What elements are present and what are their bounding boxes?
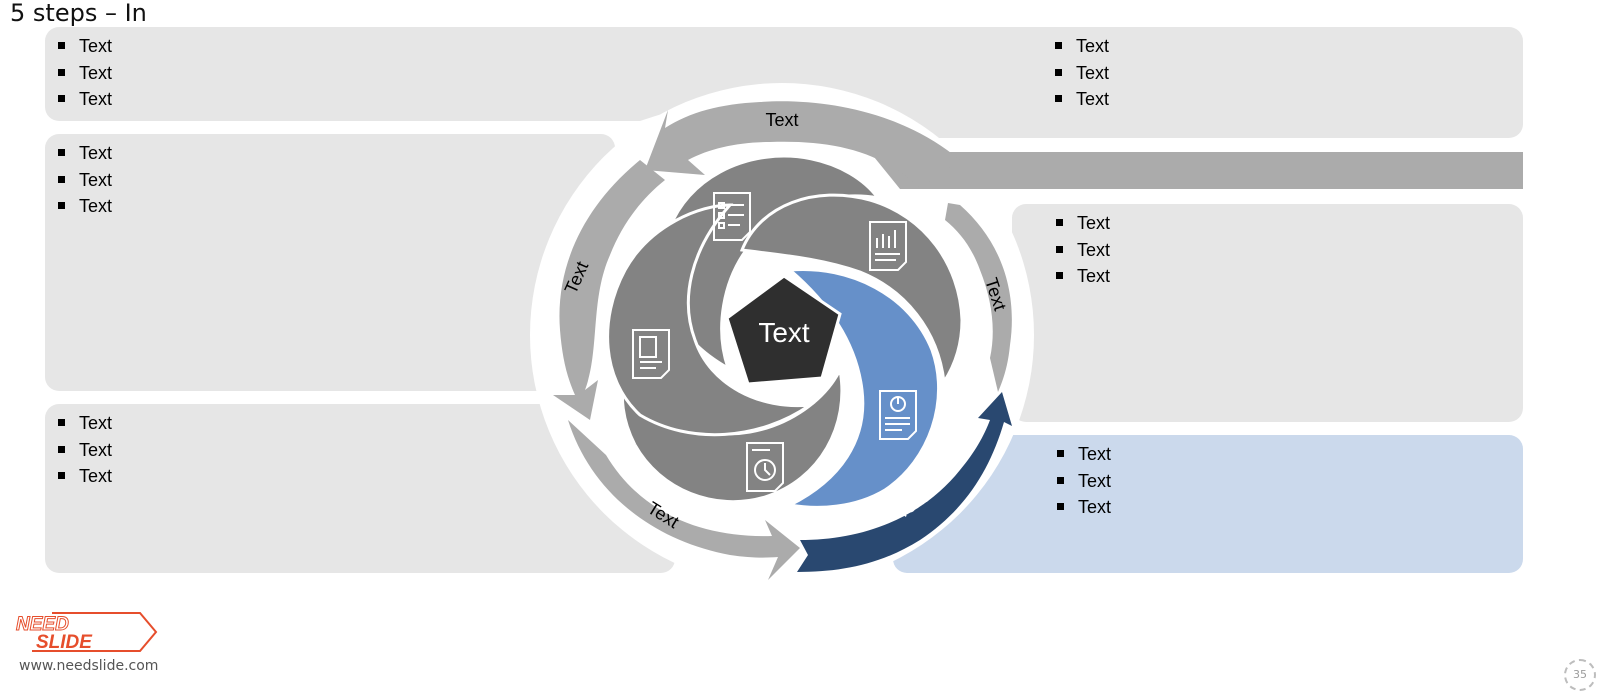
panel-top-right-extension	[900, 90, 1523, 138]
list-item: Text	[1055, 210, 1110, 237]
list-item: Text	[57, 463, 112, 490]
logo-line2: SLIDE	[36, 632, 93, 653]
arrow-top	[645, 101, 960, 188]
list-item: Text	[57, 33, 112, 60]
page-number: 35	[1564, 659, 1596, 691]
arrow-top-label: Text	[765, 110, 798, 130]
list-item: Text	[57, 86, 112, 113]
panel-middle-left	[45, 134, 615, 391]
clock-document-icon	[746, 442, 784, 492]
list-item: Text	[1056, 494, 1111, 521]
arrow-right	[945, 203, 1012, 392]
center-label: Text	[758, 317, 810, 348]
logo-line1: NEED	[16, 614, 69, 635]
panel-top-left-list: Text Text Text	[57, 33, 112, 113]
website-link[interactable]: www.needslide.com	[19, 658, 159, 674]
list-item: Text	[1054, 33, 1109, 60]
center-pentagon	[725, 274, 842, 386]
panel-middle-left-list: Text Text Text	[57, 140, 112, 220]
list-item: Text	[57, 60, 112, 87]
list-item: Text	[1055, 263, 1110, 290]
panel-middle-right	[1012, 204, 1523, 422]
petal-blue	[785, 267, 940, 509]
panel-top-right-list: Text Text Text	[1054, 33, 1109, 113]
list-item: Text	[1054, 86, 1109, 113]
list-item: Text	[57, 140, 112, 167]
list-item: Text	[57, 410, 112, 437]
panel-bottom-right-list: Text Text Text	[1056, 441, 1111, 521]
list-item: Text	[1055, 237, 1110, 264]
list-item: Text	[57, 167, 112, 194]
connector-bar	[870, 152, 1523, 189]
pie-chart-document-icon	[879, 390, 917, 440]
panel-middle-right-list: Text Text Text	[1055, 210, 1110, 290]
list-item: Text	[1056, 468, 1111, 495]
arrow-dark-blue	[797, 392, 1012, 572]
list-item: Text	[57, 437, 112, 464]
needslide-logo: NEED SLIDE	[16, 612, 158, 653]
arrow-bottom	[568, 420, 800, 580]
list-item: Text	[1056, 441, 1111, 468]
list-item: Text	[57, 193, 112, 220]
panel-bottom-left-list: Text Text Text	[57, 410, 112, 490]
checklist-document-icon	[713, 192, 751, 241]
arrow-left	[553, 160, 665, 420]
list-item: Text	[1054, 60, 1109, 87]
chart-document-icon	[869, 221, 907, 271]
article-document-icon	[632, 329, 670, 379]
slide-title: 5 steps – In	[10, 0, 147, 27]
